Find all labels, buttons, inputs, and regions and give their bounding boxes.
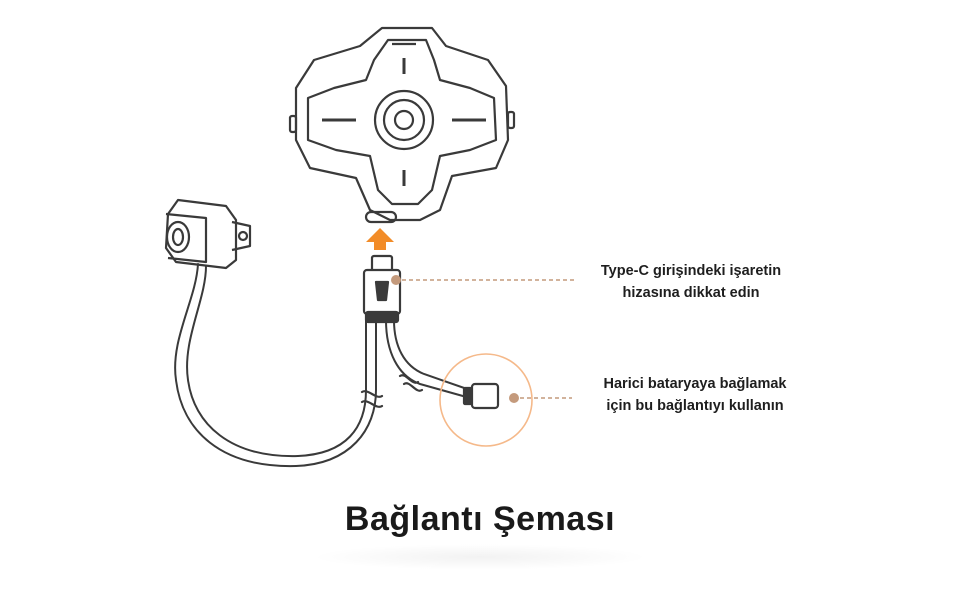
- battery-connector: [462, 382, 500, 410]
- mount-center-hole: [393, 109, 415, 131]
- mount-side-left: [288, 114, 298, 134]
- mount-device: [288, 26, 516, 224]
- camera-tab: [231, 220, 252, 252]
- callout-typec-line1: Type-C girişindeki işaretin: [600, 263, 782, 279]
- battery-connector-collar: [462, 386, 474, 406]
- leader-dot-2: [509, 393, 519, 403]
- mount-side-right: [506, 110, 516, 130]
- cable-tie-4: [402, 382, 424, 392]
- camera-lens-inner: [171, 227, 185, 247]
- mount-port: [364, 210, 398, 224]
- callout-battery-line1: Harici bataryaya bağlamak: [603, 376, 787, 392]
- camera-cable-b: [186, 265, 367, 458]
- arrow-up-icon: [366, 228, 394, 250]
- battery-connector-body: [470, 382, 500, 410]
- callout-battery-line2: için bu bağlantıyı kullanın: [606, 398, 784, 414]
- diagram-title: Bağlantı Şeması: [344, 500, 616, 538]
- mount-center-ring: [373, 89, 435, 151]
- cable-tie-1: [360, 390, 384, 398]
- camera-lens: [165, 220, 191, 254]
- mount-outline: [294, 26, 510, 222]
- camera-body: [164, 198, 238, 270]
- camera-tab-hole: [237, 230, 249, 242]
- callout-typec-line2: hizasına dikkat edin: [622, 285, 760, 301]
- battery-cable-b: [393, 319, 471, 391]
- battery-cable-a: [385, 319, 471, 399]
- cable-tie-3: [398, 374, 420, 384]
- camera-module: [164, 198, 252, 270]
- callout-battery: Harici bataryaya bağlamak için bu bağlan…: [560, 373, 830, 417]
- cables: [174, 263, 471, 468]
- typec-mark-icon: [374, 280, 390, 302]
- cable-tie-2: [360, 400, 384, 408]
- leader-dot-1: [391, 275, 401, 285]
- camera-cable-a: [174, 263, 377, 468]
- mount-center-ring-inner: [382, 98, 426, 142]
- typec-collar: [364, 310, 400, 324]
- highlight-circle: [439, 353, 533, 447]
- camera-face: [165, 212, 208, 264]
- mount-inner-outline: [306, 38, 498, 206]
- title-shadow: [310, 544, 650, 570]
- callout-typec: Type-C girişindeki işaretin hizasına dik…: [556, 260, 826, 304]
- typec-connector: [362, 254, 402, 324]
- leader-lines: [391, 275, 576, 403]
